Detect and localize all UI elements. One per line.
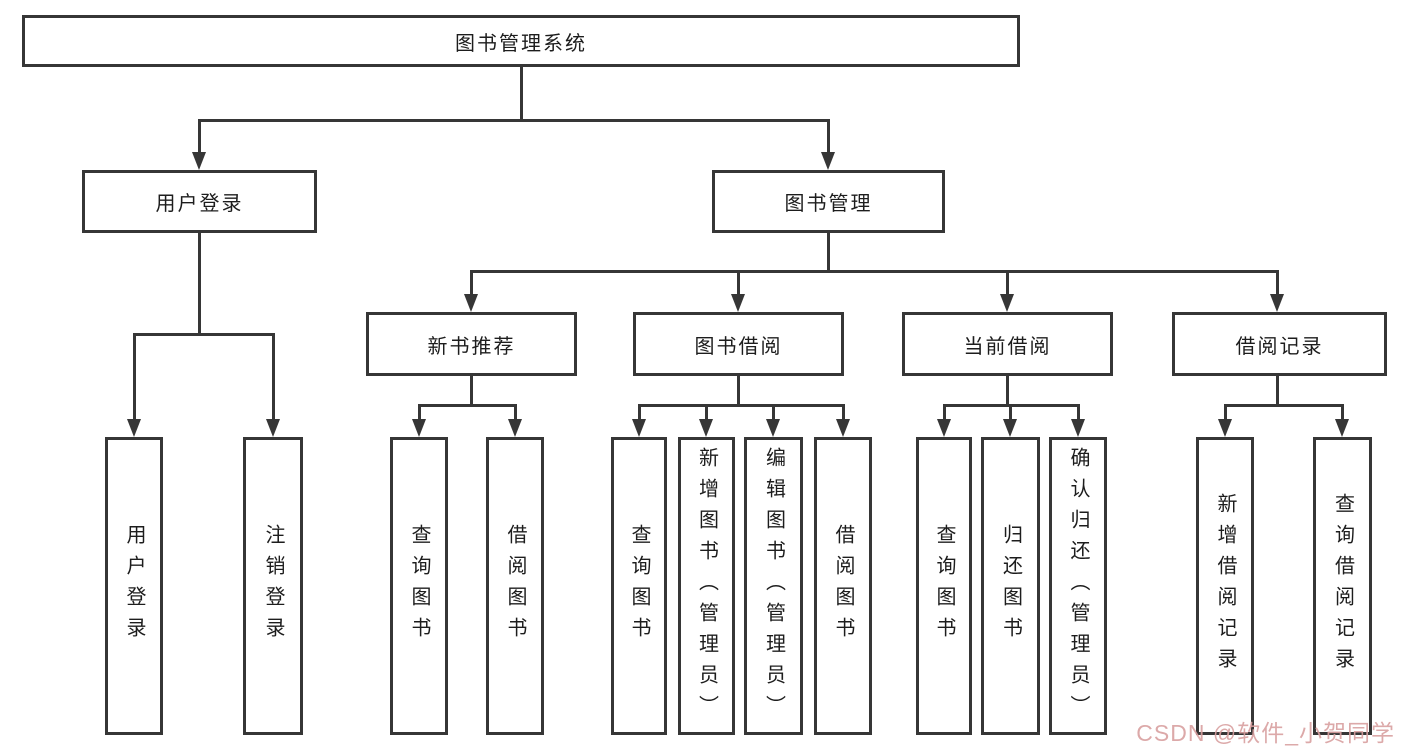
node-user-login: 用户登录: [82, 170, 317, 233]
node-leaf-query-borrow-record-label: 查询借阅记录: [1331, 493, 1354, 679]
edge-borrow-records-stem: [1276, 376, 1279, 406]
arrow-down-icon: [821, 152, 835, 170]
node-leaf-borrow-books-1: 借阅图书: [486, 437, 544, 735]
edge-book-mgmt-hline: [470, 270, 1279, 273]
edge-new-book-stem: [470, 376, 473, 406]
arrow-down-icon: [1003, 419, 1017, 437]
node-leaf-query-books-2: 查询图书: [611, 437, 667, 735]
node-leaf-return-books: 归还图书: [981, 437, 1040, 735]
edge-root-to-user-login: [198, 119, 201, 154]
node-leaf-edit-books-admin: 编辑图书（管理员）: [744, 437, 803, 735]
arrow-down-icon: [1000, 294, 1014, 312]
node-leaf-return-books-label: 归还图书: [999, 524, 1022, 648]
node-borrowing-records: 借阅记录: [1172, 312, 1387, 376]
node-leaf-borrow-books-2: 借阅图书: [814, 437, 872, 735]
csdn-watermark: CSDN @软件_小贺同学: [1136, 720, 1395, 746]
edge-to-borrowing-records: [1276, 270, 1279, 296]
arrow-down-icon: [1071, 419, 1085, 437]
edge-book-borrow-hline: [638, 404, 845, 407]
arrow-down-icon: [127, 419, 141, 437]
node-leaf-user-login-label: 用户登录: [123, 524, 145, 648]
edge-to-leaf-confirm-return: [1077, 404, 1080, 421]
edge-root-to-book-mgmt: [827, 119, 830, 154]
node-leaf-borrow-books-2-label: 借阅图书: [832, 524, 854, 648]
node-leaf-query-books-1: 查询图书: [390, 437, 448, 735]
arrow-down-icon: [632, 419, 646, 437]
edge-root-hline: [198, 119, 830, 122]
node-new-book-recommend-label: 新书推荐: [427, 335, 516, 358]
node-leaf-query-borrow-record: 查询借阅记录: [1313, 437, 1372, 735]
arrow-down-icon: [699, 419, 713, 437]
edge-to-leaf-query-2: [638, 404, 641, 421]
node-user-login-label: 用户登录: [155, 193, 244, 215]
edge-to-current-borrowing: [1006, 270, 1009, 296]
arrow-down-icon: [731, 294, 745, 312]
node-leaf-edit-books-admin-label: 编辑图书（管理员）: [762, 446, 785, 726]
node-leaf-confirm-return-admin: 确认归还（管理员）: [1049, 437, 1107, 735]
node-borrowing-records-label: 借阅记录: [1235, 335, 1324, 358]
node-book-management-label: 图书管理: [784, 193, 873, 215]
arrow-down-icon: [766, 419, 780, 437]
node-leaf-logout-label: 注销登录: [262, 524, 284, 648]
node-leaf-confirm-return-admin-label: 确认归还（管理员）: [1067, 446, 1089, 726]
node-new-book-recommend: 新书推荐: [366, 312, 577, 376]
arrow-down-icon: [1270, 294, 1284, 312]
edge-to-leaf-logout: [272, 333, 275, 421]
node-current-borrowing: 当前借阅: [902, 312, 1113, 376]
node-leaf-add-borrow-record: 新增借阅记录: [1196, 437, 1254, 735]
node-leaf-add-books-admin: 新增图书（管理员）: [678, 437, 735, 735]
node-book-borrowing-label: 图书借阅: [694, 335, 783, 358]
node-current-borrowing-label: 当前借阅: [963, 335, 1052, 358]
edge-to-leaf-borrow-2: [842, 404, 845, 421]
edge-book-borrow-stem: [737, 376, 740, 406]
edge-to-leaf-user-login: [133, 333, 136, 421]
arrow-down-icon: [1335, 419, 1349, 437]
arrow-down-icon: [464, 294, 478, 312]
edge-root-stem: [520, 67, 523, 121]
edge-to-leaf-add-books: [705, 404, 708, 421]
edge-to-leaf-query-1: [418, 404, 421, 421]
node-leaf-add-borrow-record-label: 新增借阅记录: [1214, 493, 1236, 679]
edge-user-login-stem: [198, 233, 201, 335]
node-leaf-query-books-1-label: 查询图书: [408, 524, 430, 648]
node-root: 图书管理系统: [22, 15, 1020, 67]
node-leaf-query-books-3-label: 查询图书: [933, 524, 955, 648]
node-root-label: 图书管理系统: [455, 32, 587, 55]
arrow-down-icon: [266, 419, 280, 437]
edge-to-leaf-query-3: [943, 404, 946, 421]
node-leaf-add-books-admin-label: 新增图书（管理员）: [695, 446, 718, 726]
edge-new-book-hline: [418, 404, 517, 407]
edge-user-login-hline: [133, 333, 275, 336]
edge-book-mgmt-stem: [827, 233, 830, 272]
edge-current-borrow-stem: [1006, 376, 1009, 406]
arrow-down-icon: [192, 152, 206, 170]
arrow-down-icon: [937, 419, 951, 437]
edge-to-leaf-add-record: [1224, 404, 1227, 421]
arrow-down-icon: [412, 419, 426, 437]
edge-to-book-borrowing: [737, 270, 740, 296]
edge-to-new-book-recommend: [470, 270, 473, 296]
node-book-borrowing: 图书借阅: [633, 312, 844, 376]
edge-borrow-records-hline: [1224, 404, 1344, 407]
edge-to-leaf-edit-books: [772, 404, 775, 421]
edge-to-leaf-return-books: [1009, 404, 1012, 421]
node-leaf-borrow-books-1-label: 借阅图书: [504, 524, 526, 648]
edge-to-leaf-borrow-1: [514, 404, 517, 421]
edge-to-leaf-query-record: [1341, 404, 1344, 421]
arrow-down-icon: [508, 419, 522, 437]
node-book-management: 图书管理: [712, 170, 945, 233]
node-leaf-query-books-2-label: 查询图书: [628, 524, 650, 648]
node-leaf-query-books-3: 查询图书: [916, 437, 972, 735]
arrow-down-icon: [836, 419, 850, 437]
node-leaf-logout: 注销登录: [243, 437, 303, 735]
node-leaf-user-login: 用户登录: [105, 437, 163, 735]
arrow-down-icon: [1218, 419, 1232, 437]
